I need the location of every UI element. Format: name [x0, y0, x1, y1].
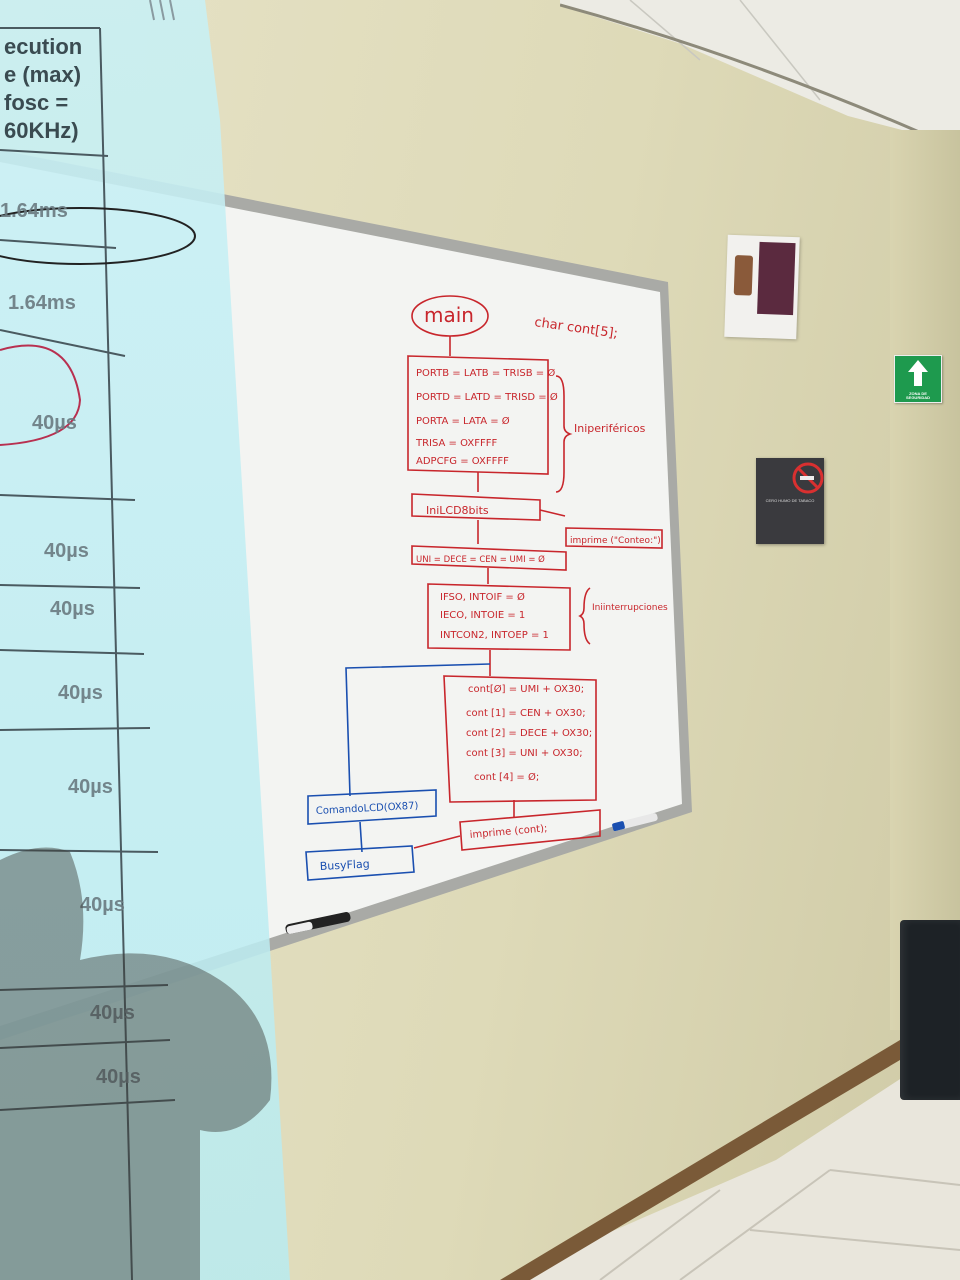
main-label: main — [424, 303, 474, 327]
busy-flag-label: BusyFlag — [319, 857, 369, 873]
lcd-init-label: IniLCD8bits — [426, 504, 489, 517]
proj-cell-7: 40µs — [68, 776, 113, 798]
proj-cell-4: 40µs — [44, 540, 89, 562]
cont-line-2: cont [1] = CEN + OX30; — [466, 708, 586, 719]
init-note: Iniperiféricos — [574, 422, 646, 435]
lcd-command-label: ComandoLCD(OX87) — [316, 801, 419, 817]
interrupt-block-box — [427, 583, 571, 651]
interrupt-note: Iniinterrupciones — [592, 603, 668, 613]
print-cont-box — [459, 809, 601, 851]
proj-cell-6: 40µs — [58, 682, 103, 704]
proj-header-line-3: fosc = — [4, 90, 69, 115]
counters-reset-label: UNI = DECE = CEN = UMI = Ø — [416, 554, 545, 565]
cont-block-box — [443, 675, 597, 803]
init-line-2: PORTD = LATD = TRISD = Ø — [416, 391, 558, 403]
proj-cell-3: 40µs — [32, 412, 77, 434]
proj-header-line-4: 60KHz) — [4, 118, 79, 143]
init-line-3: PORTA = LATA = Ø — [416, 415, 510, 427]
proj-header-line-2: e (max) — [4, 62, 82, 87]
arrow-up-icon — [908, 360, 928, 386]
proj-cell-1: 1.64ms — [0, 200, 68, 222]
safety-zone-label: ZONA DE SEGURIDAD — [905, 391, 930, 400]
init-line-1: PORTB = LATB = TRISB = Ø — [416, 367, 555, 379]
interrupt-line-3: INTCON2, INTOEP = 1 — [440, 630, 549, 641]
wall-column — [890, 130, 960, 1030]
trash-bin — [900, 920, 960, 1100]
print-header-box — [565, 527, 663, 549]
projected-table-lines — [0, 0, 196, 1280]
cont-line-3: cont [2] = DECE + OX30; — [466, 728, 592, 739]
proj-cell-10: 40µs — [96, 1066, 141, 1089]
red-flowchart — [407, 295, 663, 851]
interrupt-line-1: IFSO, INTOIF = Ø — [440, 591, 525, 603]
init-line-4: TRISA = OXFFFF — [415, 438, 497, 449]
highlight-oval-1 — [0, 207, 196, 265]
no-smoking-icon — [792, 462, 824, 494]
proj-cell-2: 1.64ms — [8, 292, 76, 314]
cont-line-4: cont [3] = UNI + OX30; — [466, 748, 583, 759]
proj-cell-5: 40µs — [50, 598, 95, 620]
no-smoking-sign: CERO HUMO DE TABACO — [756, 458, 824, 544]
interrupt-line-2: IECO, INTOIE = 1 — [440, 610, 525, 621]
init-line-5: ADPCFG = OXFFFF — [416, 456, 509, 467]
counters-reset-box — [411, 545, 567, 571]
proj-cell-8: 40µs — [80, 894, 125, 916]
person-shadow — [0, 847, 272, 1280]
highlight-oval-2 — [0, 344, 82, 446]
blue-flowchart — [305, 663, 491, 881]
lcd-command-box — [307, 789, 437, 825]
print-header-label: imprime ("Conteo:") — [570, 536, 661, 546]
safety-zone-sign: ZONA DE SEGURIDAD — [894, 355, 942, 403]
proj-cell-9: 40µs — [90, 1002, 135, 1025]
marker-tray — [285, 813, 658, 935]
no-smoking-label: CERO HUMO DE TABACO — [765, 498, 815, 503]
cont-line-5: cont [4] = Ø; — [474, 771, 539, 783]
busy-flag-box — [305, 845, 415, 881]
cont-line-1: cont[Ø] = UMI + OX30; — [468, 683, 584, 695]
init-block-box — [407, 355, 549, 475]
proj-header-line-1: ecution — [4, 34, 83, 59]
lcd-init-box — [411, 493, 541, 521]
